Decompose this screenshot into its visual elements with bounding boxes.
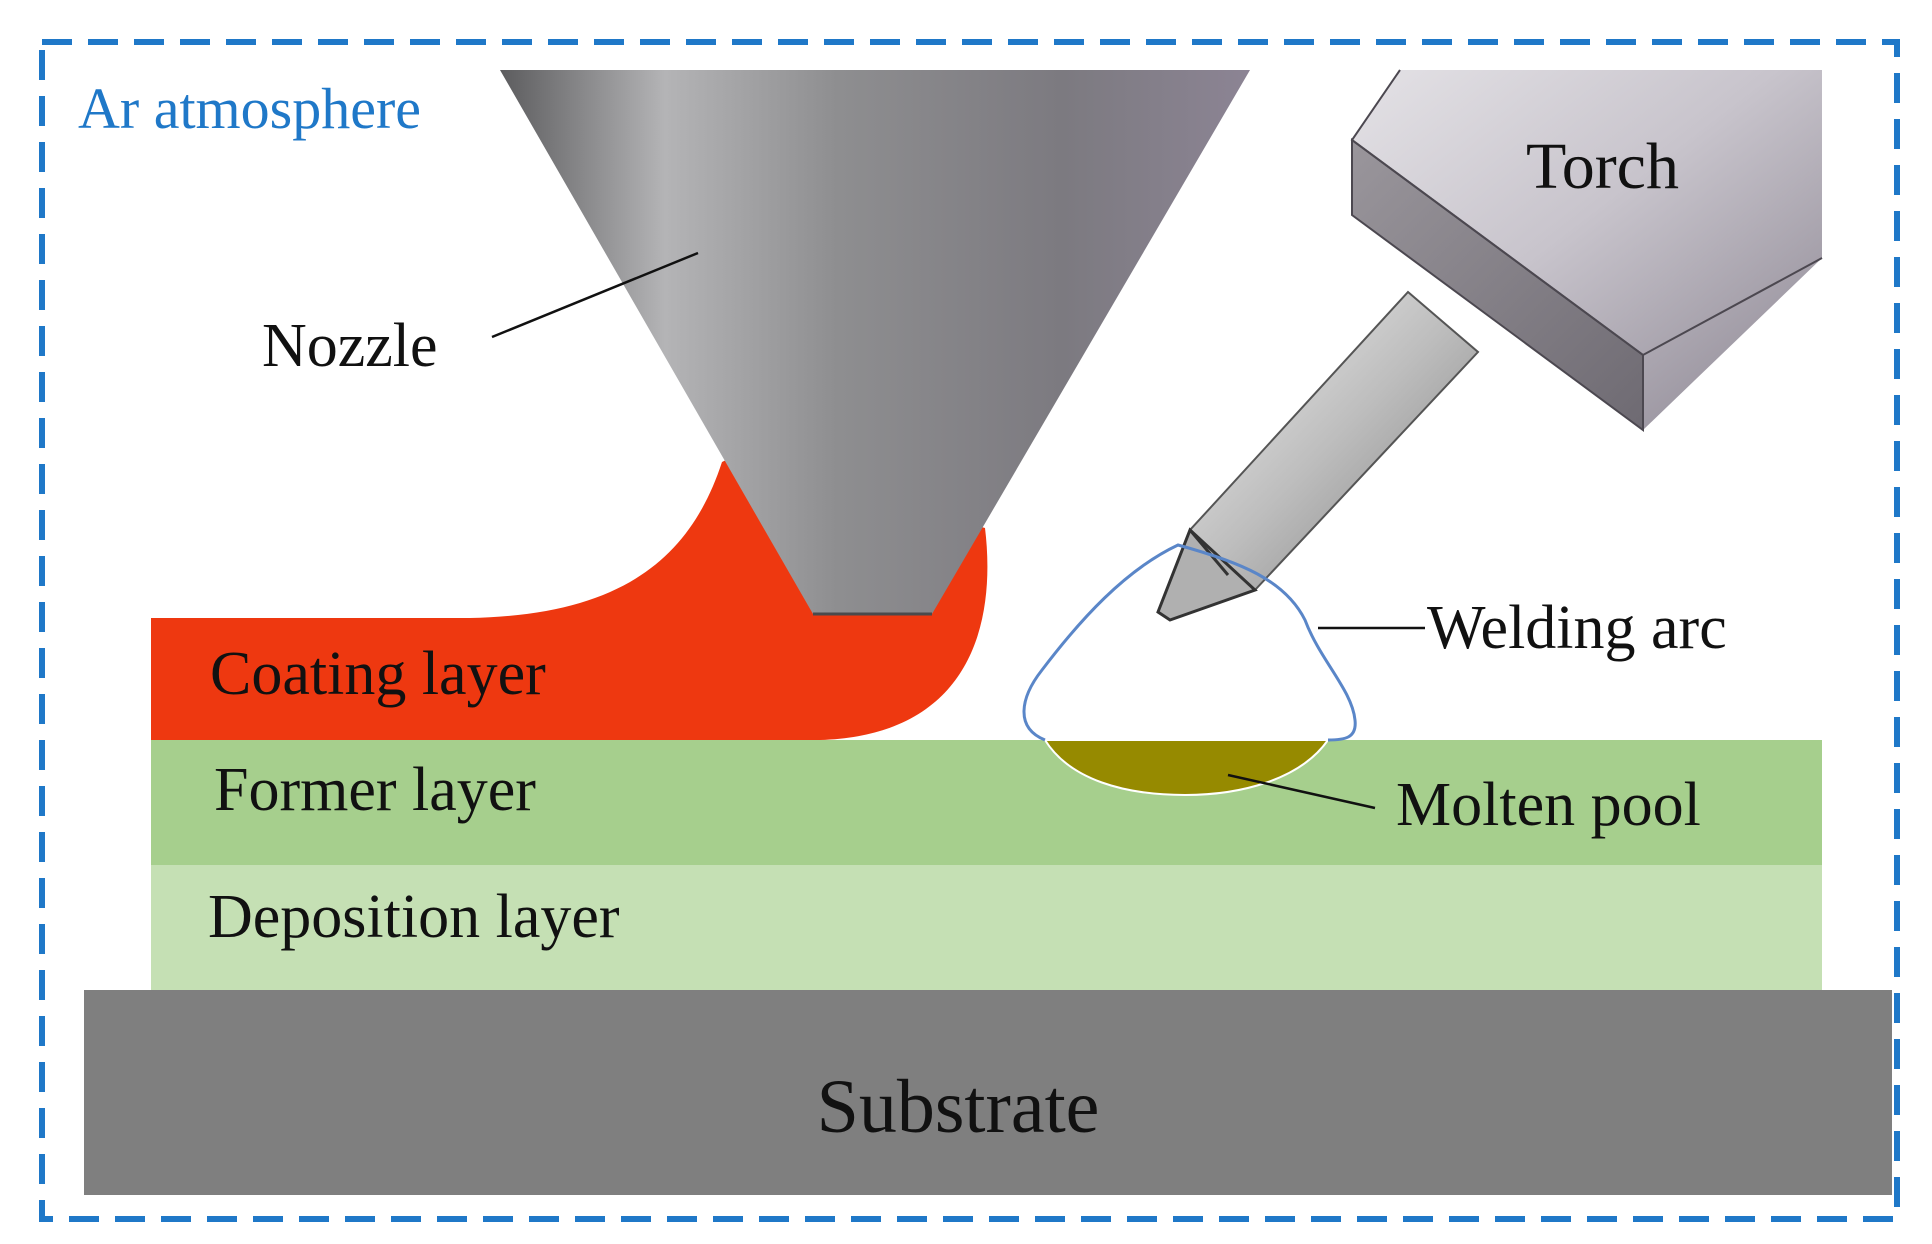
coating-layer-label: Coating layer	[210, 640, 546, 708]
deposition-layer-band	[151, 865, 1822, 990]
nozzle-cone	[500, 70, 1250, 614]
molten-pool-label: Molten pool	[1396, 771, 1701, 839]
electrode-tip-edge	[1188, 529, 1230, 576]
torch-outline	[1350, 69, 1823, 357]
welding-arc-label: Welding arc	[1427, 594, 1727, 662]
substrate-block	[84, 990, 1892, 1195]
nozzle-leader-line	[491, 251, 699, 339]
former-layer-band	[151, 740, 1822, 865]
electrode-tip	[1156, 527, 1258, 622]
torch-label: Torch	[1526, 130, 1679, 203]
atmosphere-frame	[39, 39, 1900, 1222]
torch-body	[1352, 70, 1822, 430]
molten-pool-leader-line	[1227, 773, 1376, 810]
substrate-label: Substrate	[817, 1065, 1100, 1149]
deposition-layer-label: Deposition layer	[208, 883, 620, 951]
welding-arc-outline	[1022, 543, 1357, 742]
former-layer-label: Former layer	[214, 756, 536, 824]
torch-assembly	[1156, 69, 1823, 622]
atmosphere-label: Ar atmosphere	[78, 76, 421, 141]
nozzle-label: Nozzle	[262, 312, 438, 380]
